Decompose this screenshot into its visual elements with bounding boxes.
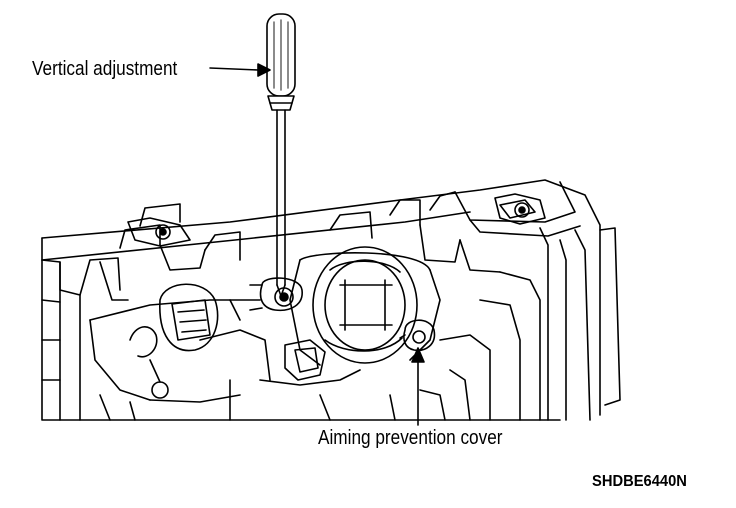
right-mounting-bracket — [494, 193, 546, 225]
aiming-prevention-cover-label: Aiming prevention cover — [318, 427, 503, 449]
screwdriver-icon — [266, 13, 296, 297]
aiming-prevention-cover-part — [399, 319, 436, 352]
left-lamp-socket — [129, 283, 219, 399]
center-lamp-unit — [289, 246, 441, 366]
vertical-adjustment-label: Vertical adjustment — [32, 58, 178, 80]
left-mounting-bracket — [127, 217, 191, 247]
body-structure — [41, 179, 621, 421]
vertical-adjustment-leader — [209, 63, 271, 77]
lower-connector — [284, 339, 326, 381]
figure-code-label: SHDBE6440N — [592, 473, 687, 490]
aiming-cover-leader — [411, 347, 425, 426]
